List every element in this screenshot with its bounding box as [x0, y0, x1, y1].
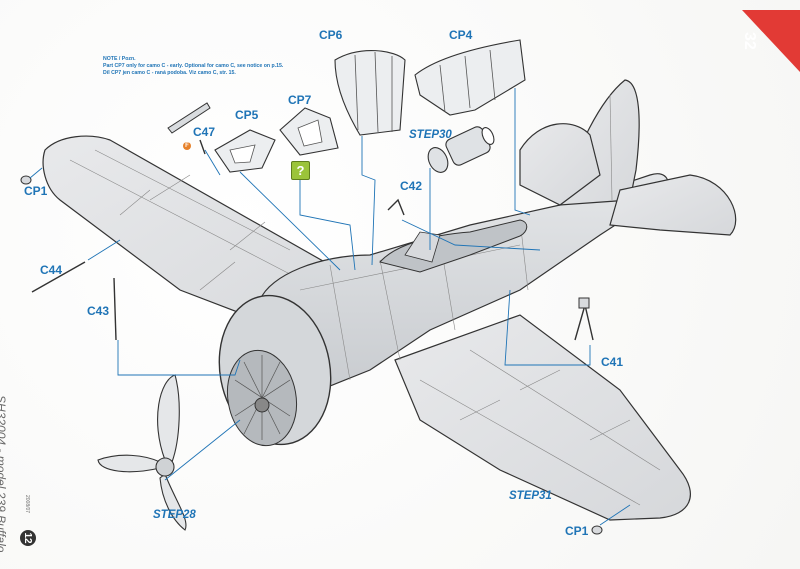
note-czech: Díl CP7 jen camo C - raná podoba. Viz ca…: [103, 70, 236, 76]
note-english: Part CP7 only for camo C - early. Option…: [103, 63, 284, 69]
step-badge: [742, 10, 800, 72]
part-cp6: [334, 49, 406, 136]
seat: [404, 231, 441, 263]
cockpit-opening: [379, 219, 528, 273]
part-c47: [167, 102, 211, 134]
f-marker: F: [183, 142, 191, 150]
part-cp1-right: [591, 525, 603, 535]
page-number: 12: [20, 530, 36, 546]
part-c41-top: [578, 297, 590, 309]
part-cp5-window: [229, 144, 256, 164]
model-title: SH32004 - model 239 Buffalo: [0, 395, 8, 553]
note-block: NOTE / Pozn. Part CP7 only for camo C - …: [103, 56, 283, 77]
label-c44: C44: [40, 263, 63, 277]
rudder-hinge-line: [609, 94, 613, 201]
note-title: NOTE / Pozn.: [103, 56, 136, 62]
part-cp4-frames: [439, 49, 496, 113]
part-c44-shape: [31, 261, 86, 293]
part-c43-shape: [113, 277, 117, 341]
right-wing: [394, 314, 691, 521]
callout-leader-lines: [29, 88, 631, 526]
part-step30-gunsight: [427, 126, 495, 173]
part-cp4: [414, 39, 526, 116]
right-wing-panel-lines: [419, 349, 661, 506]
label-c42: C42: [400, 179, 423, 193]
label-c41: C41: [601, 355, 624, 369]
label-cp4: CP4: [449, 28, 473, 42]
label-cp6: CP6: [319, 28, 343, 42]
part-cp7-window: [297, 119, 323, 147]
label-step28: STEP28: [153, 509, 196, 521]
part-c41-shape: [574, 304, 594, 341]
right-stabilizer: [609, 174, 737, 236]
label-c47: C47: [193, 125, 216, 139]
step-number: 32: [741, 32, 758, 50]
propeller: [97, 374, 187, 531]
part-cp6-frames: [354, 51, 393, 133]
left-stabilizer: [519, 123, 601, 206]
label-cp1-right: CP1: [565, 524, 589, 538]
part-cp1-left: [20, 175, 32, 185]
label-step31: STEP31: [509, 490, 552, 502]
propeller-hub: [254, 397, 270, 413]
part-c47-base: [199, 139, 206, 155]
question-marker: ?: [291, 161, 310, 180]
label-cp1-left: CP1: [24, 184, 48, 198]
label-cp5: CP5: [235, 108, 259, 122]
small-rod-parts: [31, 198, 594, 341]
label-c43: C43: [87, 304, 110, 318]
sheet-code: 2008/07: [24, 495, 30, 514]
label-cp7: CP7: [288, 93, 312, 107]
part-c42-shape: [387, 198, 405, 216]
label-step30: STEP30: [409, 129, 452, 141]
